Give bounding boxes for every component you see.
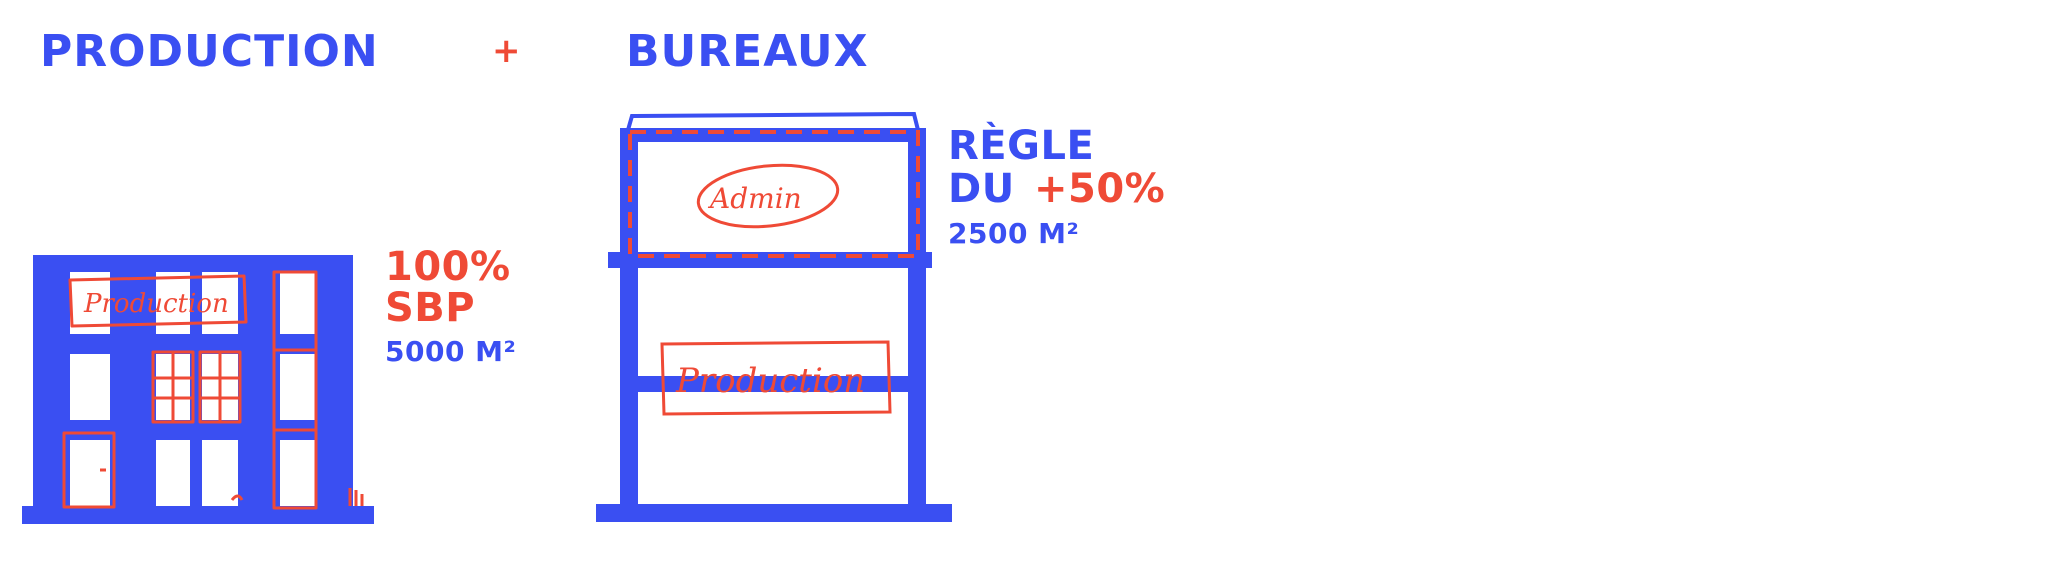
- rule-label-line1: RÈGLE: [948, 123, 1095, 169]
- red-sketch-details: [62, 270, 364, 510]
- mezzanine-beam: [628, 376, 918, 392]
- rule-percent: +50%: [1034, 166, 1166, 212]
- rule-label-line2: DU: [948, 166, 1015, 212]
- sbp-percent: 100%: [385, 244, 511, 290]
- sbp-label: SBP: [385, 285, 476, 331]
- admin-sign-frame: [696, 163, 840, 229]
- production-sign-frame: [660, 340, 892, 416]
- roof-outline: [625, 111, 921, 132]
- production-area: 5000 M²: [385, 335, 517, 368]
- office-dashed-outline: [628, 130, 920, 258]
- production-sign-left: Production: [83, 289, 229, 319]
- right-ground-line: [596, 504, 952, 522]
- office-area: 2500 M²: [948, 217, 1080, 250]
- plus-sign: +: [492, 31, 521, 71]
- production-heading: PRODUCTION: [40, 26, 379, 77]
- production-building: [22, 255, 374, 524]
- production-sign-right: Production: [675, 361, 865, 401]
- ground-line: [22, 506, 374, 524]
- bureaux-heading: BUREAUX: [626, 26, 869, 77]
- mixed-building: [596, 111, 952, 522]
- admin-sign: Admin: [707, 182, 802, 215]
